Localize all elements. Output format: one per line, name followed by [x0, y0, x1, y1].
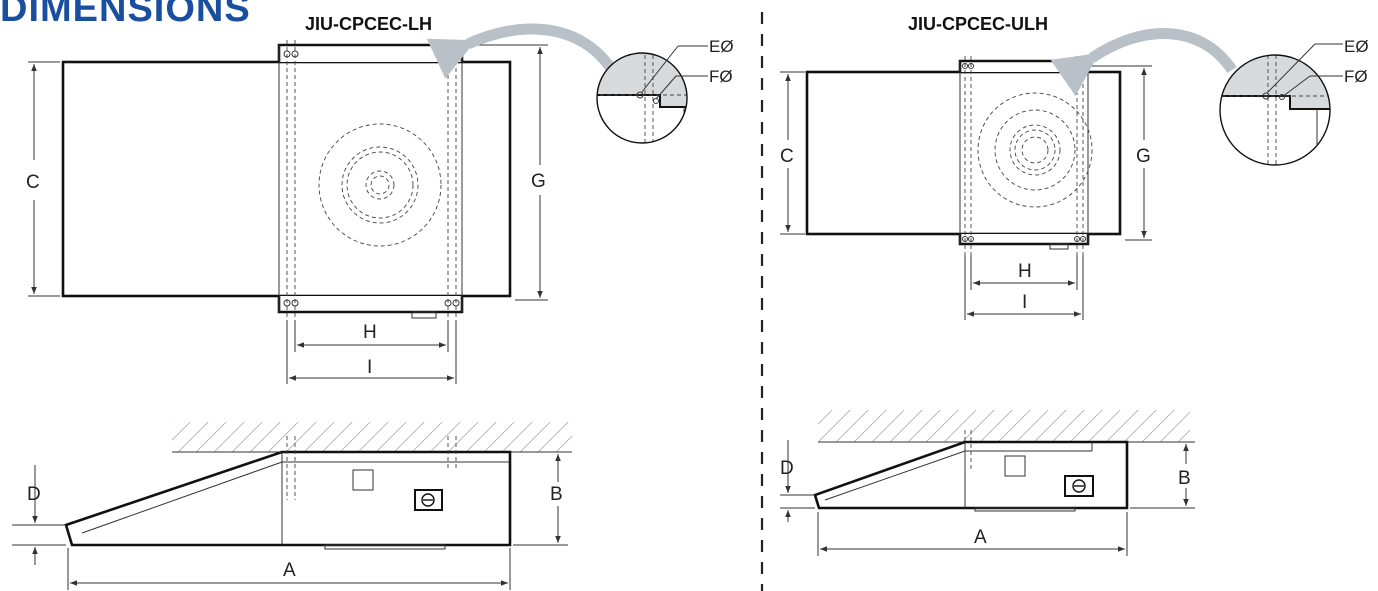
svg-text:H: H [363, 322, 377, 343]
fan-outline-icon [977, 92, 1093, 208]
svg-text:D: D [780, 458, 794, 479]
right-dim-d: D [780, 440, 815, 522]
fan-outline-icon [318, 123, 442, 247]
svg-text:C: C [780, 146, 794, 167]
left-dim-b: B [513, 451, 568, 546]
svg-text:B: B [550, 484, 563, 505]
svg-text:FØ: FØ [709, 67, 733, 86]
section-title: DIMENSIONS [0, 0, 251, 30]
svg-text:EØ: EØ [709, 37, 734, 56]
right-top-view [805, 56, 1122, 255]
svg-text:A: A [974, 527, 987, 548]
svg-text:EØ: EØ [1344, 37, 1369, 56]
right-dim-g: G [1091, 65, 1152, 241]
svg-text:G: G [531, 171, 546, 192]
electrical-box-icon [1064, 475, 1094, 497]
left-dim-a: A [67, 548, 511, 590]
right-dim-h: H [970, 255, 1078, 290]
left-side-view [64, 422, 572, 550]
svg-text:B: B [1178, 468, 1191, 489]
left-dim-c: C [26, 61, 60, 297]
right-side-view [813, 410, 1190, 512]
svg-text:I: I [367, 357, 372, 378]
left-dim-d: D [12, 465, 66, 565]
left-dim-h: H [294, 320, 449, 352]
electrical-box-icon [414, 489, 443, 511]
right-dim-b: B [1130, 441, 1195, 509]
svg-text:C: C [26, 172, 40, 193]
right-hole-detail: EØ FØ [1050, 28, 1369, 166]
left-model-name: JIU-CPCEC-LH [305, 14, 432, 34]
svg-text:G: G [1136, 146, 1151, 167]
svg-text:A: A [283, 560, 296, 581]
right-dim-c: C [780, 71, 805, 235]
right-model-name: JIU-CPCEC-ULH [908, 14, 1048, 34]
svg-text:D: D [27, 484, 41, 505]
svg-text:FØ: FØ [1344, 67, 1368, 86]
left-dim-i: I [286, 320, 457, 384]
left-top-view [61, 40, 512, 320]
svg-text:H: H [1018, 261, 1032, 282]
right-dim-i: I [964, 255, 1084, 320]
svg-text:I: I [1022, 292, 1027, 313]
right-dim-a: A [817, 512, 1128, 556]
